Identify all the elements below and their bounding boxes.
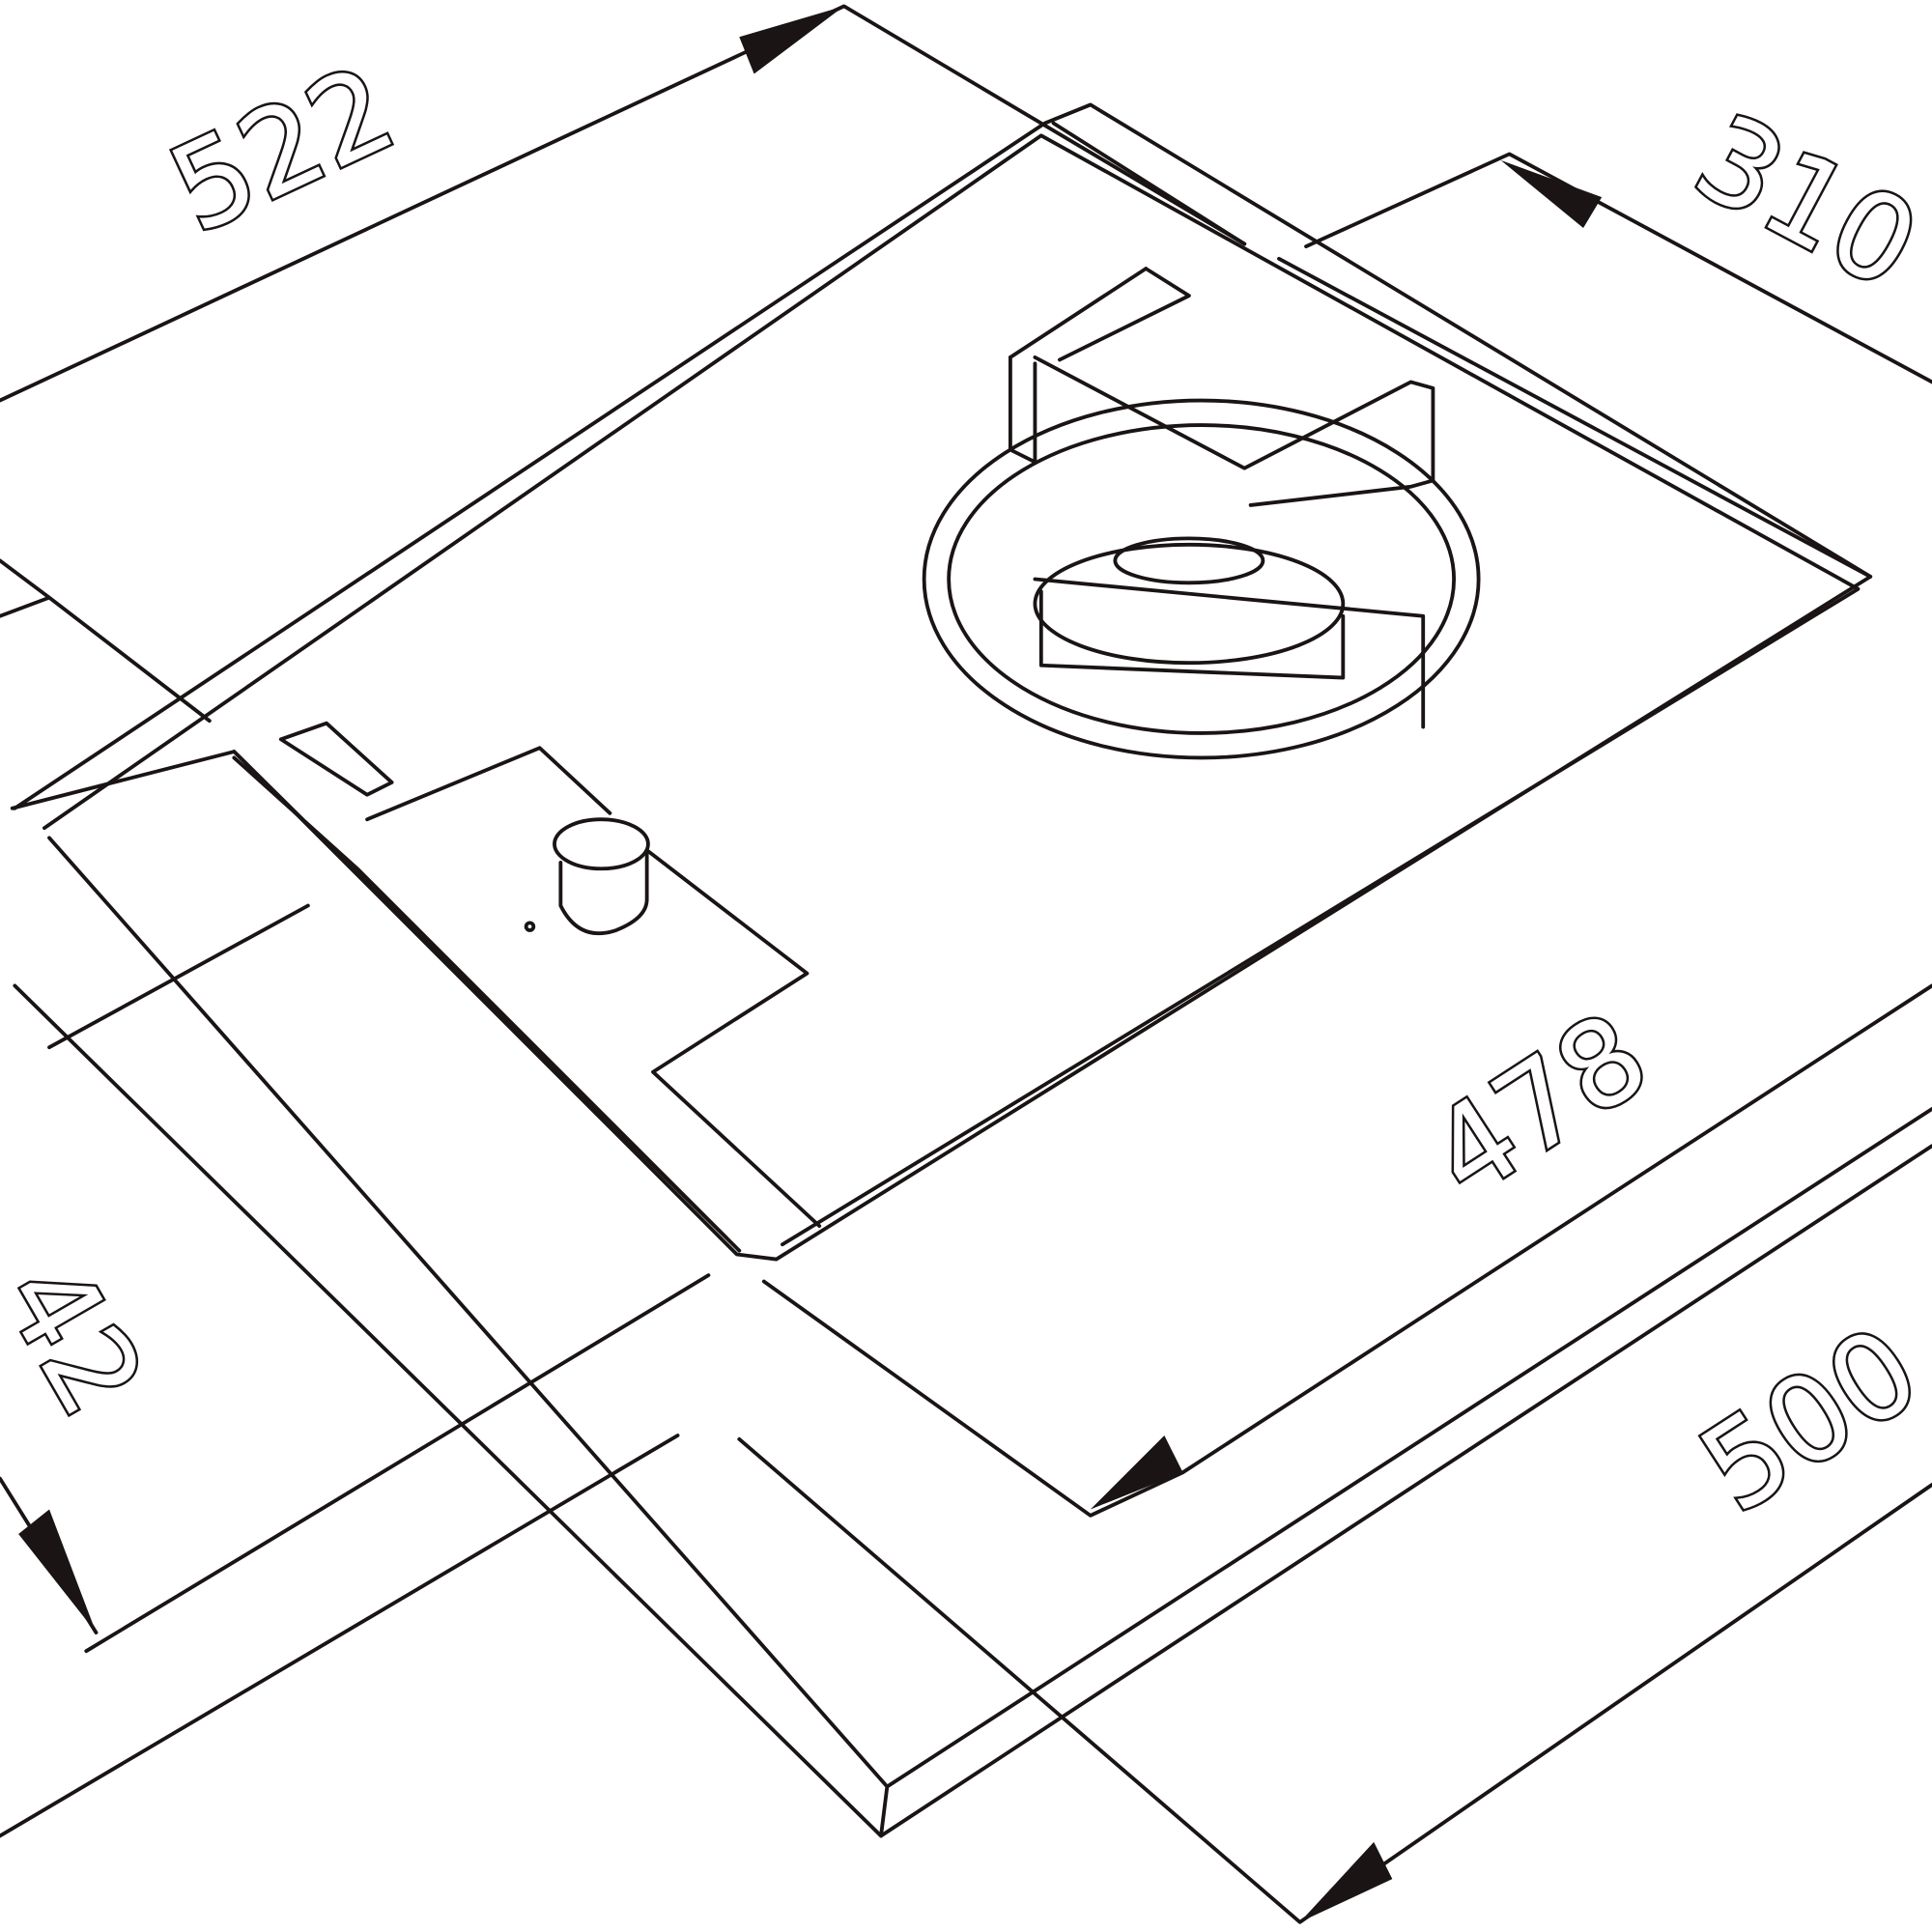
dimension-lines	[0, 4, 1932, 1924]
control-panel	[232, 721, 822, 1253]
arrow-head-icon	[1090, 1435, 1183, 1510]
dim-label-500: 500	[1677, 1300, 1932, 1539]
arrow-head-icon	[18, 1509, 97, 1634]
dim-label-310: 310	[1675, 88, 1932, 316]
dim-label-42: 42	[0, 1238, 171, 1437]
dim-label-478: 478	[1406, 986, 1671, 1225]
arrow-head-icon	[739, 6, 844, 74]
arrow-head-icon	[1299, 1841, 1393, 1922]
arrow-head-icon	[1500, 159, 1603, 228]
control-knob	[524, 817, 650, 936]
burner	[922, 267, 1481, 760]
hob-outline	[10, 102, 1932, 1838]
